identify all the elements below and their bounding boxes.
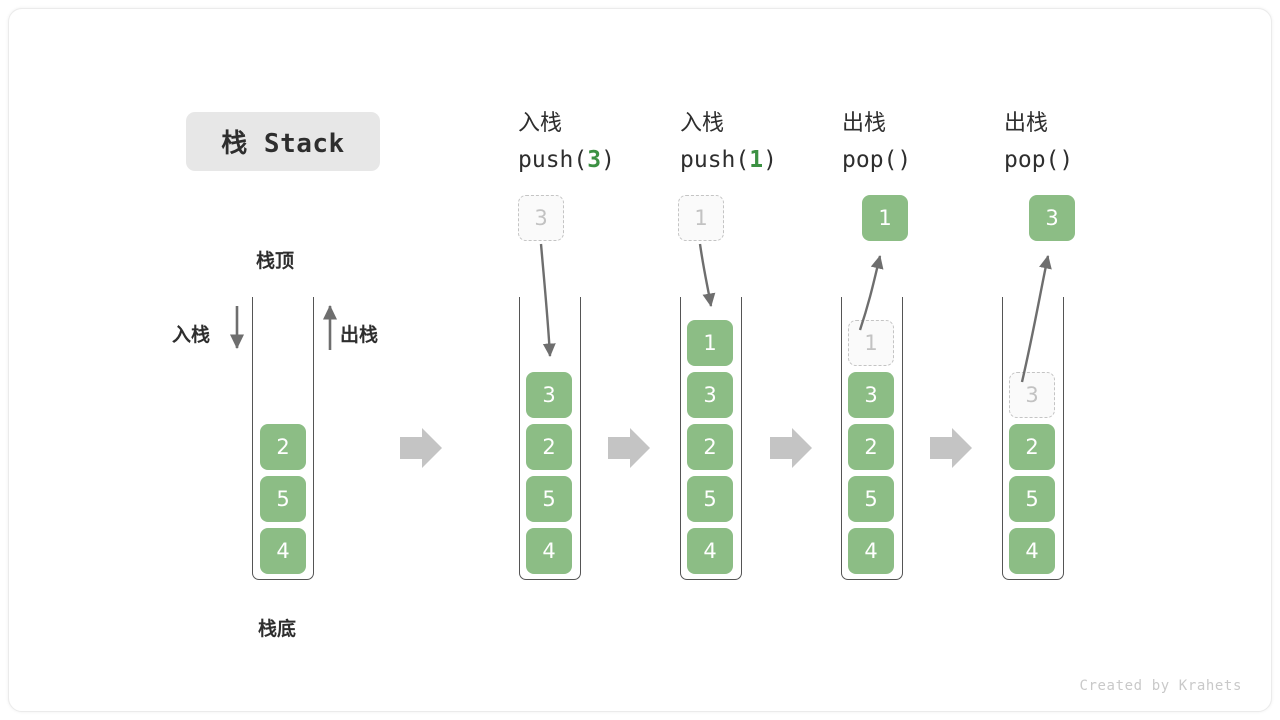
column-header-push-1: 入栈 push(1) bbox=[680, 106, 777, 178]
column-header-pop-3: 出栈 pop() bbox=[1004, 106, 1073, 178]
column-header-cn-push-1: 入栈 bbox=[680, 111, 725, 136]
label-push-side: 入栈 bbox=[172, 324, 211, 346]
stack-cell: 5 bbox=[260, 476, 306, 522]
stack-cell: 3 bbox=[526, 372, 572, 418]
stack-cell: 5 bbox=[848, 476, 894, 522]
column-header-push-3: 入栈 push(3) bbox=[518, 106, 615, 178]
floating-cell-push-3: 3 bbox=[518, 195, 564, 241]
column-header-code-pop-3: pop() bbox=[1004, 147, 1074, 173]
stack-cell: 5 bbox=[526, 476, 572, 522]
column-header-cn-pop-3: 出栈 bbox=[1004, 111, 1049, 136]
label-pop-side: 出栈 bbox=[340, 324, 379, 346]
credit-text: Created by Krahets bbox=[1079, 678, 1242, 694]
stack-cell: 4 bbox=[1009, 528, 1055, 574]
stack-cell: 4 bbox=[687, 528, 733, 574]
floating-cell-push-1: 1 bbox=[678, 195, 724, 241]
floating-cell-pop-3: 3 bbox=[1029, 195, 1075, 241]
stack-container-initial bbox=[252, 297, 314, 580]
label-stack-bottom: 栈底 bbox=[258, 618, 297, 640]
stack-cell: 2 bbox=[687, 424, 733, 470]
floating-cell-pop-1: 1 bbox=[862, 195, 908, 241]
column-header-code-push-3: push(3) bbox=[518, 147, 615, 173]
column-header-code-push-1: push(1) bbox=[680, 147, 777, 173]
stack-cell: 3 bbox=[1009, 372, 1055, 418]
stack-cell: 1 bbox=[687, 320, 733, 366]
stack-cell: 1 bbox=[848, 320, 894, 366]
stack-cell: 4 bbox=[260, 528, 306, 574]
column-header-code-pop-1: pop() bbox=[842, 147, 912, 173]
stack-cell: 2 bbox=[260, 424, 306, 470]
stack-container-push-3 bbox=[519, 297, 581, 580]
stack-cell: 5 bbox=[687, 476, 733, 522]
stack-cell: 3 bbox=[848, 372, 894, 418]
stack-cell: 2 bbox=[526, 424, 572, 470]
stack-cell: 2 bbox=[848, 424, 894, 470]
stack-container-push-1 bbox=[680, 297, 742, 580]
stack-container-pop-1 bbox=[841, 297, 903, 580]
stack-cell: 2 bbox=[1009, 424, 1055, 470]
label-stack-top: 栈顶 bbox=[256, 250, 295, 272]
stack-container-pop-3 bbox=[1002, 297, 1064, 580]
stack-cell: 4 bbox=[526, 528, 572, 574]
column-header-pop-1: 出栈 pop() bbox=[842, 106, 911, 178]
stack-cell: 3 bbox=[687, 372, 733, 418]
stack-cell: 4 bbox=[848, 528, 894, 574]
column-header-cn-push-3: 入栈 bbox=[518, 111, 563, 136]
column-header-cn-pop-1: 出栈 bbox=[842, 111, 887, 136]
diagram-title: 栈 Stack bbox=[186, 112, 380, 171]
stack-cell: 5 bbox=[1009, 476, 1055, 522]
